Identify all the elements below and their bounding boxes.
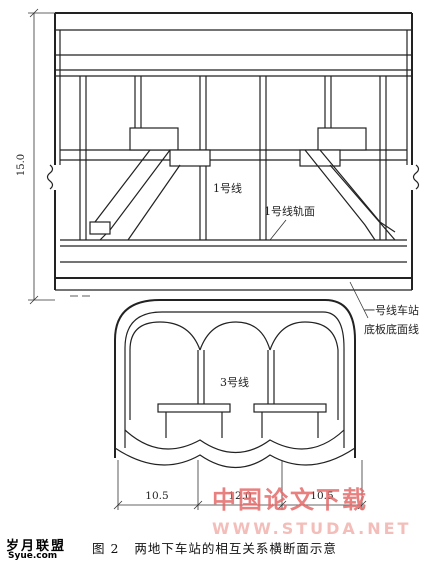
span-mid-label: 12.0: [228, 490, 251, 502]
figure-number: 图 2: [92, 541, 120, 556]
span-left-label: 10.5: [145, 490, 168, 502]
line3-tunnel-structure: [114, 299, 356, 468]
figure-caption-text: 两地下车站的相互关系横断面示意: [134, 541, 337, 556]
height-dim-label: 15.0: [16, 154, 27, 176]
watermark-cn: 中国论文下载: [212, 485, 368, 514]
site-logo: 岁月联盟: [6, 539, 67, 554]
line1-label: 1号线: [213, 181, 242, 195]
line3-label: 3号线: [220, 375, 249, 389]
floor-leader: [349, 281, 369, 319]
span-dimensions: [113, 460, 367, 510]
line1-station-label: 一号线车站: [364, 303, 419, 317]
line1-floor-label: 底板底面线: [364, 322, 419, 336]
line1-rail-label: 1号线轨面: [264, 204, 315, 218]
height-dimension: 15.0: [16, 8, 55, 305]
rail-leader: [269, 219, 287, 241]
watermark-url: WWW.STUDA.NET: [212, 519, 411, 538]
figure-caption: 图 2 两地下车站的相互关系横断面示意: [92, 538, 337, 557]
line1-station-structure: [46, 12, 420, 297]
site-logo-url: Syue.com: [8, 551, 58, 561]
span-right-label: 10.5: [310, 490, 333, 502]
